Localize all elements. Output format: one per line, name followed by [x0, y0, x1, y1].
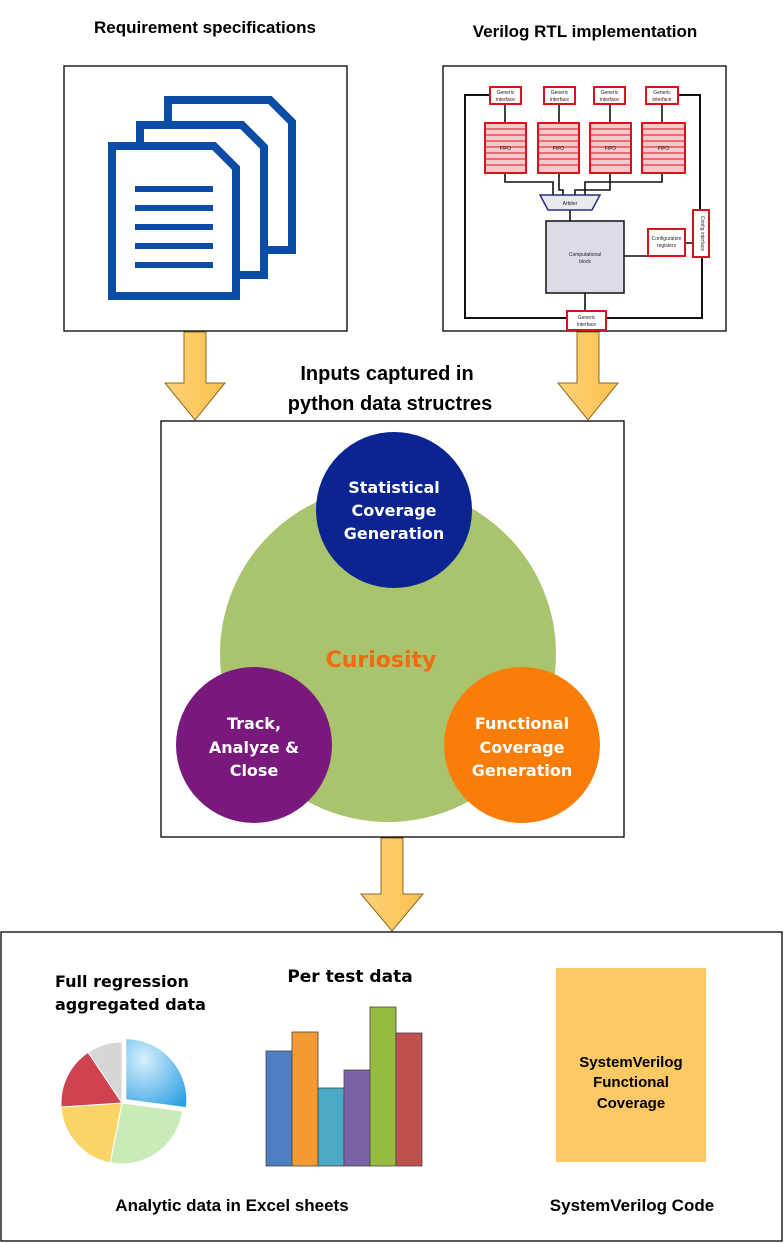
document-lines: [135, 186, 213, 268]
svg-text:Config interface: Config interface: [699, 216, 705, 251]
track-label-1: Track,: [227, 714, 281, 733]
full-regression-label-2: aggregated data: [55, 995, 206, 1014]
bar: [265, 1050, 293, 1167]
requirements-heading: Requirement specifications: [94, 18, 316, 37]
pie-chart-illustration: [60, 1038, 188, 1165]
statistical-coverage-circle: [316, 432, 472, 588]
bar: [317, 1087, 345, 1167]
svg-text:Configuration: Configuration: [652, 236, 682, 242]
requirements-box: [63, 65, 348, 332]
sv-box-line2: Functional: [593, 1074, 669, 1091]
pie-slice: [60, 1051, 123, 1108]
svg-text:Generic: Generic: [551, 90, 569, 96]
svg-text:Generic: Generic: [578, 315, 596, 321]
bar: [395, 1032, 423, 1167]
arrow-curiosity-down: [359, 837, 425, 932]
pie-slice: [109, 1102, 184, 1165]
functional-label-2: Coverage: [479, 738, 564, 757]
svg-text:interface: interface: [577, 322, 596, 328]
statistical-label-3: Generation: [344, 524, 444, 543]
statistical-label-1: Statistical: [348, 478, 440, 497]
pie-slice: [87, 1041, 123, 1105]
per-test-label: Per test data: [287, 967, 412, 987]
generic-interface-blocks: Generic interface Generic interface Gene…: [489, 86, 679, 105]
functional-coverage-circle: [444, 667, 600, 823]
svg-text:FIFO: FIFO: [605, 146, 616, 152]
bar-chart-illustration: [265, 1006, 423, 1167]
bottom-interface-block: Generic interface: [566, 310, 607, 331]
inputs-heading-line2: python data structres: [288, 393, 492, 415]
track-label-2: Analyze &: [209, 738, 299, 757]
track-analyze-circle: [176, 667, 332, 823]
svg-text:interface: interface: [600, 97, 619, 103]
svg-text:Generic: Generic: [601, 90, 619, 96]
systemverilog-box: SystemVerilog Functional Coverage: [556, 968, 706, 1162]
sv-caption: SystemVerilog Code: [550, 1196, 714, 1215]
fifo-blocks: FIFO FIFO FIFO FIFO: [484, 122, 686, 174]
svg-text:FIFO: FIFO: [658, 146, 669, 152]
sv-box-line3: Coverage: [597, 1095, 665, 1112]
svg-text:Generic: Generic: [653, 90, 671, 96]
pie-slice: [125, 1038, 188, 1109]
svg-text:FIFO: FIFO: [500, 146, 511, 152]
svg-text:Arbiter: Arbiter: [563, 201, 578, 207]
output-box: Full regression aggregated data Per test…: [0, 931, 783, 1242]
functional-label-3: Generation: [472, 761, 572, 780]
inputs-heading-line1: Inputs captured in: [300, 363, 473, 385]
documents-icon: [108, 96, 296, 300]
track-label-3: Close: [230, 761, 279, 780]
rtl-heading: Verilog RTL implementation: [473, 22, 698, 41]
arrow-requirements-down: [163, 331, 227, 421]
curiosity-box: Curiosity Statistical Coverage Generatio…: [160, 420, 625, 838]
config-interface-block: Config interface: [692, 209, 710, 258]
bar: [369, 1006, 397, 1167]
svg-text:interface: interface: [550, 97, 569, 103]
svg-text:FIFO: FIFO: [553, 146, 564, 152]
bar: [291, 1031, 319, 1167]
arrow-rtl-down: [556, 331, 620, 421]
functional-label-1: Functional: [475, 714, 569, 733]
bar: [343, 1069, 371, 1167]
arbiter-block: Arbiter: [538, 194, 602, 211]
svg-text:interface: interface: [496, 97, 515, 103]
rtl-box: Generic interface Generic interface Gene…: [442, 65, 727, 332]
analytic-caption: Analytic data in Excel sheets: [115, 1196, 348, 1215]
computational-block: Computational block: [545, 220, 625, 294]
statistical-label-2: Coverage: [351, 501, 436, 520]
curiosity-label: Curiosity: [326, 648, 437, 673]
sv-box-line1: SystemVerilog: [579, 1054, 682, 1071]
full-regression-label-1: Full regression: [55, 972, 189, 991]
svg-text:block: block: [579, 259, 591, 265]
svg-text:Computational: Computational: [569, 252, 601, 258]
pie-slice: [60, 1102, 123, 1164]
svg-text:Generic: Generic: [497, 90, 515, 96]
svg-text:interface: interface: [652, 97, 671, 103]
flow-arrows: [163, 331, 620, 932]
configuration-registers-block: Configuration registers: [647, 228, 686, 257]
svg-text:registers: registers: [657, 243, 677, 249]
